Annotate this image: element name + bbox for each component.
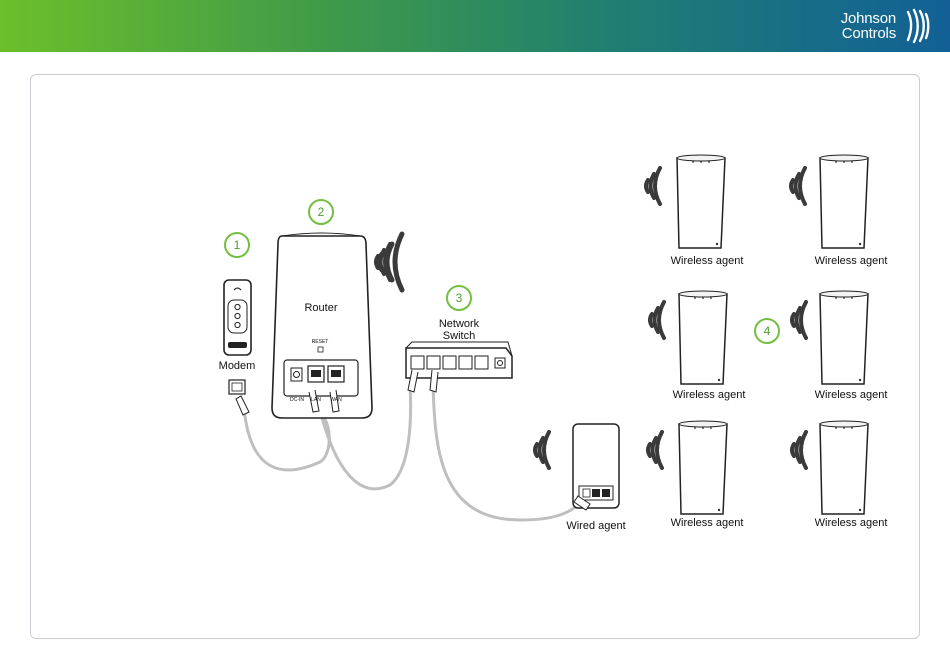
wireless-agent-label-1: Wireless agent	[671, 255, 744, 267]
wireless-agent-2	[791, 155, 868, 248]
switch-label-line-1: Network	[439, 318, 479, 330]
router-label: Router	[304, 302, 337, 314]
modem-port	[229, 380, 249, 415]
modem-label: Modem	[219, 360, 256, 372]
wireless-agent-label-4: Wireless agent	[815, 389, 888, 401]
wireless-agent-6	[792, 421, 868, 514]
router-port-wan-label: WAN	[330, 397, 341, 403]
network-switch-device	[406, 342, 512, 392]
step-badge-4: 4	[754, 318, 780, 344]
modem-device	[224, 280, 251, 355]
step-badge-2: 2	[308, 199, 334, 225]
router-signal-large-icon	[380, 234, 403, 290]
wireless-agent-5	[648, 421, 727, 514]
cable-switch-wired-agent	[433, 385, 583, 520]
step-badge-3: 3	[446, 285, 472, 311]
router-reset-label: RESET	[312, 339, 329, 345]
router-port-dcin-label: DC-IN	[290, 397, 304, 403]
router-port-lan-label: LAN	[311, 397, 321, 403]
wireless-agent-label-3: Wireless agent	[673, 389, 746, 401]
wireless-agent-4	[792, 291, 868, 384]
wired-agent-device	[573, 424, 619, 510]
wireless-agent-1	[646, 155, 725, 248]
wireless-agent-label-2: Wireless agent	[815, 255, 888, 267]
wireless-agent-label-6: Wireless agent	[815, 517, 888, 529]
switch-label: Network Switch	[439, 318, 479, 342]
switch-label-line-2: Switch	[439, 330, 479, 342]
wireless-agent-3	[650, 291, 727, 384]
step-badge-1: 1	[224, 232, 250, 258]
router-device	[272, 233, 372, 418]
wireless-agent-label-5: Wireless agent	[671, 517, 744, 529]
wired-agent-signal-icon	[535, 432, 549, 468]
wired-agent-label: Wired agent	[566, 520, 625, 532]
